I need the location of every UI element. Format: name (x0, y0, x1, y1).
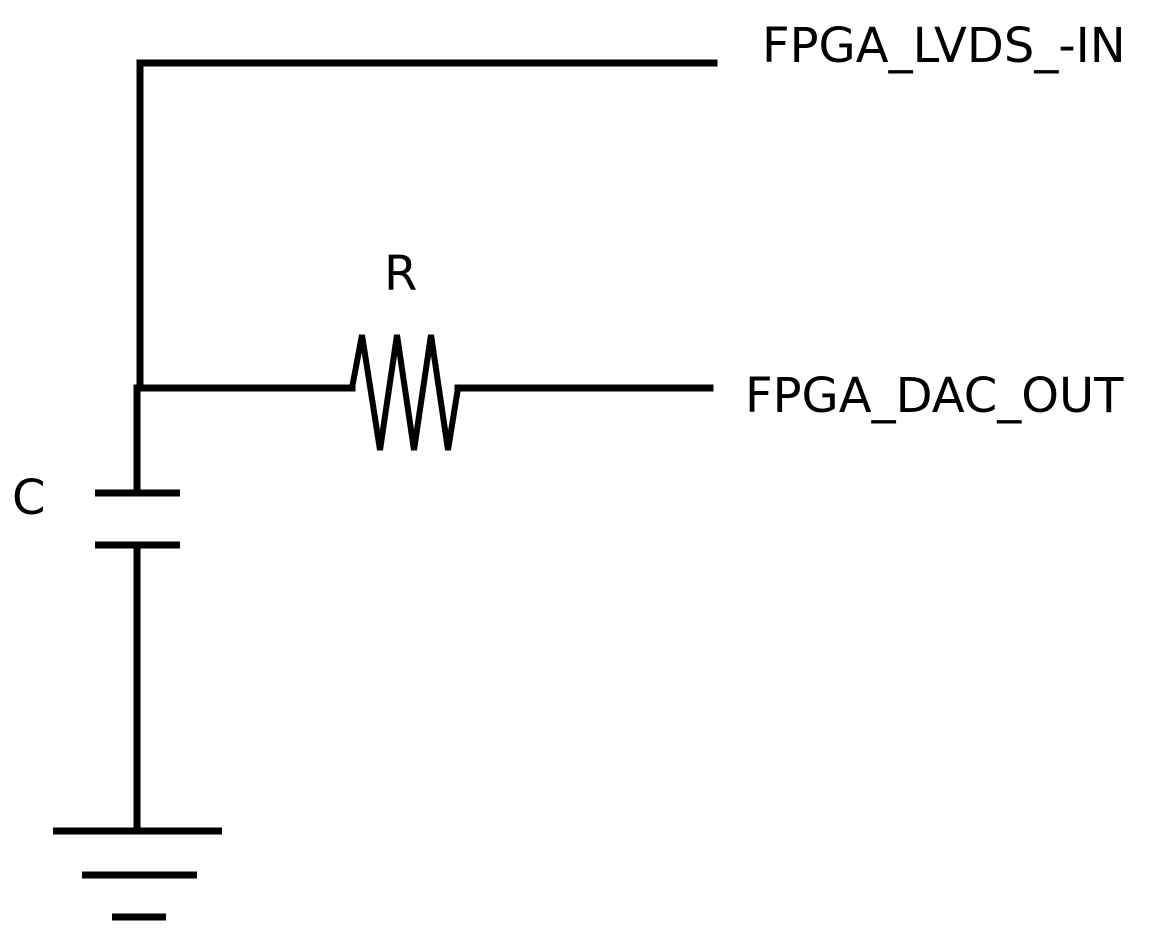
top-net-label: FPGA_LVDS_-IN (762, 18, 1126, 74)
ground-icon (53, 827, 222, 921)
capacitor-label: C (12, 470, 46, 526)
resistor-symbol (349, 334, 461, 451)
resistor-label: R (384, 246, 417, 302)
bottom-net-label: FPGA_DAC_OUT (745, 368, 1124, 424)
